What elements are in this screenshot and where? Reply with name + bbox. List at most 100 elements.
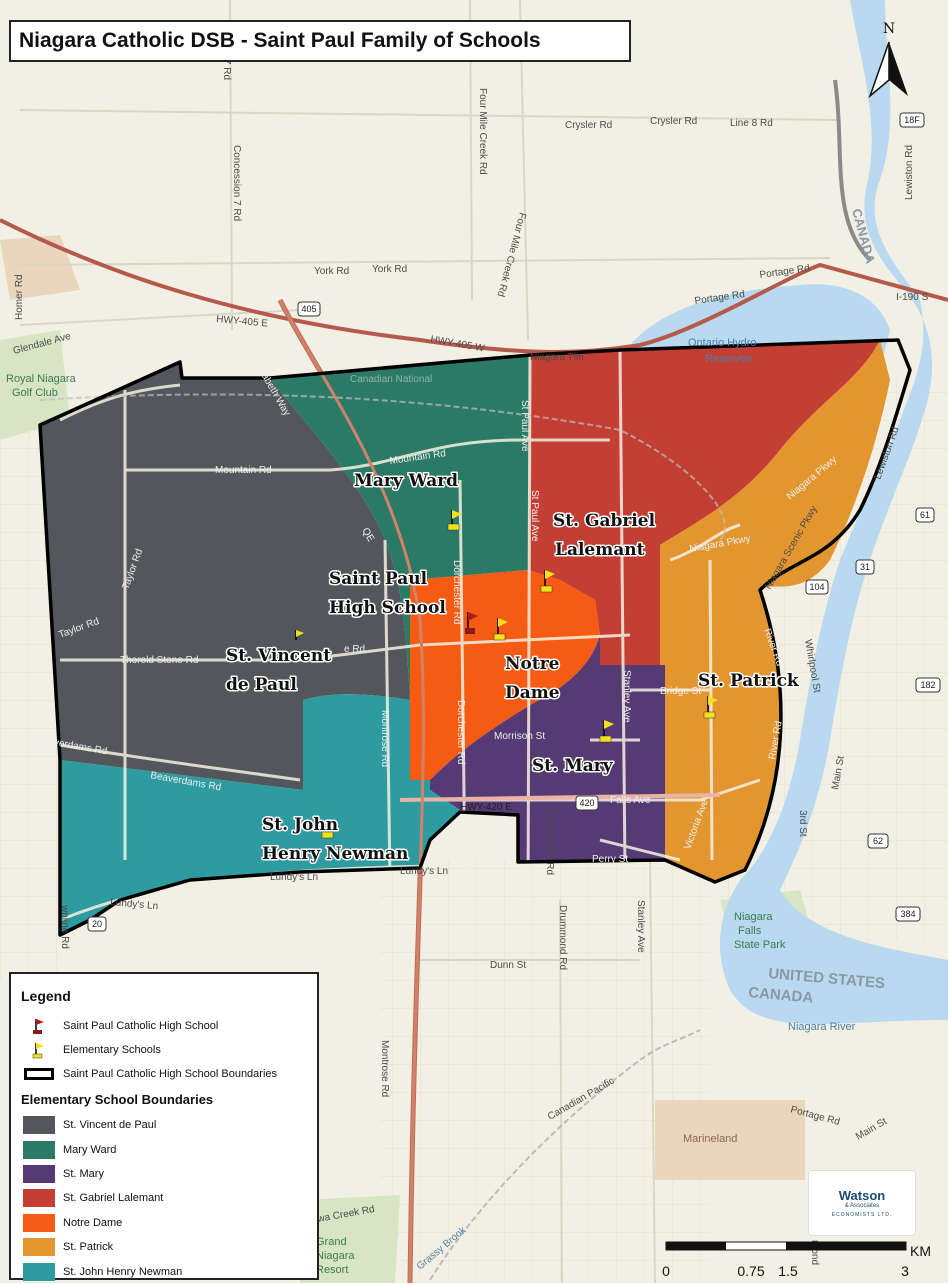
swatch-st-john <box>23 1262 55 1281</box>
road-label-york-rd-2: York Rd <box>372 264 407 275</box>
road-label-concession-7: Concession 7 Rd <box>231 145 242 221</box>
road-label-third-st: 3rd St <box>797 810 808 837</box>
zone-label-st-patrick: St. Patrick <box>698 671 800 691</box>
highway-shield-61: 61 <box>915 507 935 523</box>
road-label-thorold-stone: Thorold Stone Rd <box>120 655 198 666</box>
place-label-royal-niagara-2: Golf Club <box>12 387 58 399</box>
elementary-flag-st-patrick[interactable] <box>703 696 718 719</box>
legend-label-elementary: Elementary Schools <box>63 1044 161 1056</box>
road-label-montrose-rd-2: Montrose Rd <box>379 1040 390 1097</box>
high-school-flag[interactable] <box>465 612 478 634</box>
swatch-st-gabriel <box>23 1189 55 1208</box>
red-flag-icon <box>21 1017 57 1035</box>
road-label-lundys-ln: Lundy's Ln <box>110 897 159 912</box>
logo-name: Watson <box>838 1188 886 1203</box>
road-label-st-paul-ave-2: St Paul Ave <box>529 490 540 542</box>
legend-label-st-vincent: St. Vincent de Paul <box>63 1119 157 1132</box>
legend-label-st-patrick: St. Patrick <box>63 1241 114 1254</box>
canadian-pacific-rail <box>429 1029 701 1281</box>
road-label-niagara-tlin: Niagara Tlin <box>530 352 584 363</box>
highway-shield-62: 62 <box>867 833 889 849</box>
zone-st-gabriel-lalemant <box>528 340 880 665</box>
qew-overlay <box>278 299 425 1283</box>
boundary-outline-icon <box>21 1065 57 1083</box>
zone-label-st-john-1: St. John <box>262 815 338 835</box>
road-label-dorchester-rd: Dorchester Rd <box>451 560 462 624</box>
zone-st-patrick <box>660 340 890 880</box>
highway-shield-18f: 18F <box>899 112 925 128</box>
legend-swatch-row: Mary Ward <box>21 1137 309 1161</box>
zone-notre-dame <box>410 570 600 780</box>
rail-line <box>39 393 726 541</box>
road-label-dunn-st: Dunn St <box>490 960 526 971</box>
place-label-royal-niagara-1: Royal Niagara <box>6 373 77 385</box>
road-label-york-rd: York Rd <box>314 266 349 277</box>
map-title: Niagara Catholic DSB - Saint Paul Family… <box>9 20 631 62</box>
scale-tick-3: 3 <box>901 1263 909 1279</box>
elementary-flag-notre-dame[interactable] <box>493 618 508 641</box>
elementary-flag-st-gabriel[interactable] <box>540 570 555 593</box>
elementary-flag-st-vincent[interactable] <box>295 630 304 640</box>
legend-item-elementary: Elementary Schools <box>21 1038 309 1062</box>
swatch-mary-ward <box>23 1140 55 1159</box>
road-label-mond: mond <box>809 1240 820 1265</box>
road-label-montrose-rd: Montrose Rd <box>379 710 390 767</box>
road-label-morrison-st: Morrison St <box>494 731 545 742</box>
svg-text:405: 405 <box>301 304 316 314</box>
legend-label-boundary: Saint Paul Catholic High School Boundari… <box>63 1068 278 1080</box>
road-label-thorold-stone-2: e Rd <box>344 644 365 655</box>
scale-tick-15: 1.5 <box>778 1263 798 1279</box>
road-label-st-paul-ave: St Paul Ave <box>519 400 530 452</box>
scale-tick-0: 0 <box>662 1263 670 1279</box>
scale-bar: 0 0.75 1.5 3 KM <box>662 1241 931 1279</box>
legend-item-high-school: Saint Paul Catholic High School <box>21 1014 309 1038</box>
elementary-flag-st-mary[interactable] <box>599 720 614 743</box>
swatch-st-mary <box>23 1164 55 1183</box>
zone-label-st-vincent-1: St. Vincent <box>226 646 331 666</box>
legend-label-high-school: Saint Paul Catholic High School <box>63 1020 219 1032</box>
road-label-drummond-rd: Drummond Rd <box>544 810 555 875</box>
legend-swatch-row: St. Mary <box>21 1162 309 1186</box>
legend-swatch-row: St. John Henry Newman <box>21 1259 309 1283</box>
logo-sub: & Associates <box>844 1203 880 1209</box>
place-label-niagara-falls-park-1: Niagara <box>734 911 773 923</box>
zone-label-st-vincent-2: de Paul <box>226 675 297 695</box>
road-label-lundys-ln-2: Lundy's Ln <box>270 872 318 883</box>
road-label-hwy-405: HWY-405 E <box>216 314 269 330</box>
svg-text:384: 384 <box>900 909 915 919</box>
legend-label-notre-dame: Notre Dame <box>63 1216 123 1229</box>
highway-shield-420: 420 <box>575 795 599 811</box>
grand-niagara-area <box>300 1195 400 1283</box>
road-label-homer-rd: Homer Rd <box>14 274 25 320</box>
scale-unit: KM <box>910 1243 931 1259</box>
swatch-notre-dame <box>23 1213 55 1232</box>
zone-label-st-gabriel-2: Lalemant <box>555 540 645 560</box>
legend-item-boundary: Saint Paul Catholic High School Boundari… <box>21 1062 309 1086</box>
marineland-area <box>655 1100 805 1180</box>
svg-text:N: N <box>883 21 895 37</box>
road-label-four-mile-creek: Four Mile Creek Rd <box>477 88 488 175</box>
elementary-flag-st-john[interactable] <box>321 831 334 839</box>
place-label-marineland: Marineland <box>683 1133 737 1145</box>
legend-boundaries-heading: Elementary School Boundaries <box>21 1092 214 1107</box>
park-area-nw <box>0 235 80 300</box>
scale-tick-075: 0.75 <box>737 1263 764 1279</box>
place-label-ontario-hydro-1: Ontario Hydro <box>688 337 756 349</box>
legend-label-st-gabriel: St. Gabriel Lalemant <box>63 1192 164 1205</box>
zone-label-notre-dame-2: Dame <box>505 683 560 703</box>
place-label-ontario-hydro-2: Reservoir <box>705 353 752 365</box>
legend-swatch-row: Notre Dame <box>21 1211 309 1235</box>
svg-text:31: 31 <box>860 562 870 572</box>
zone-label-st-john-2: Henry Newman <box>262 844 408 864</box>
place-label-grand-niagara-1: Grand <box>316 1236 347 1248</box>
highway-shield-384: 384 <box>895 906 921 922</box>
place-label-grand-niagara-2: Niagara <box>316 1250 355 1262</box>
zone-label-notre-dame-1: Notre <box>505 654 560 674</box>
zone-label-saint-paul-1: Saint Paul <box>329 569 428 589</box>
place-label-canada: CANADA <box>748 984 814 1007</box>
elementary-flag-mary-ward[interactable] <box>447 510 462 531</box>
highway-shield-20: 20 <box>87 916 107 932</box>
legend-label-mary-ward: Mary Ward <box>63 1143 117 1156</box>
zone-label-mary-ward: Mary Ward <box>354 471 458 491</box>
